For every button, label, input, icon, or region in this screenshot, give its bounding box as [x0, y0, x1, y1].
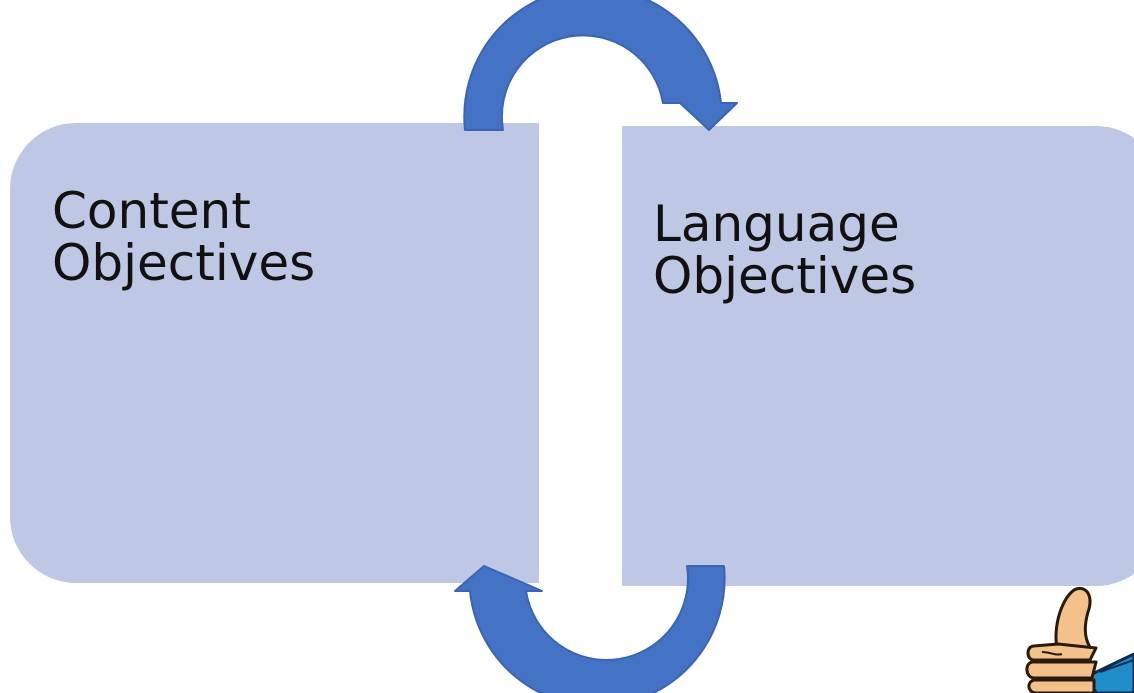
content-objectives-label: Content Objectives — [52, 185, 315, 289]
language-objectives-line1: Language — [653, 195, 900, 253]
content-objectives-line2: Objectives — [52, 234, 316, 292]
language-objectives-line2: Objectives — [653, 247, 917, 305]
language-objectives-label: Language Objectives — [653, 198, 916, 302]
content-objectives-line1: Content — [52, 182, 251, 240]
cycle-arrow-bottom-icon — [454, 565, 726, 693]
language-objectives-box: Language Objectives — [622, 126, 1134, 586]
content-objectives-box: Content Objectives — [10, 123, 539, 583]
thumbs-up-icon — [1025, 587, 1134, 693]
cycle-arrow-top-icon — [463, 0, 738, 131]
